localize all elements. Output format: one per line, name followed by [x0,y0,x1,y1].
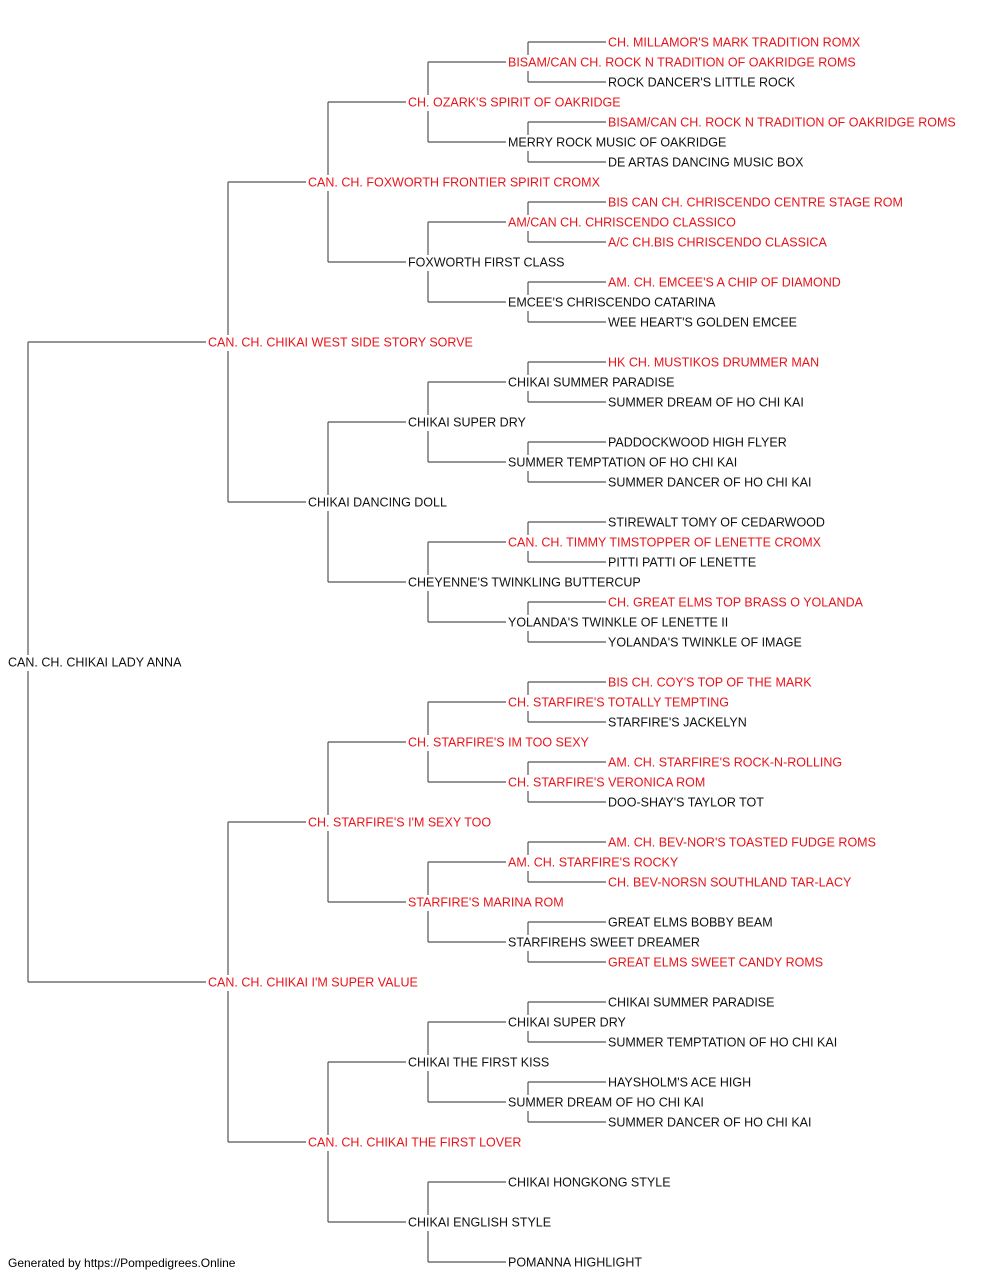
dog-name: YOLANDA'S TWINKLE OF IMAGE [608,635,802,649]
dog-name: BIS CAN CH. CHRISCENDO CENTRE STAGE ROM [608,195,903,209]
dog-name: CH. OZARK'S SPIRIT OF OAKRIDGE [408,95,621,109]
dog-name: CAN. CH. CHIKAI LADY ANNA [8,655,182,669]
dog-name: STARFIRE'S JACKELYN [608,715,747,729]
dog-name: DE ARTAS DANCING MUSIC BOX [608,155,804,169]
dog-name: AM. CH. EMCEE'S A CHIP OF DIAMOND [608,275,841,289]
dog-name: BIS CH. COY'S TOP OF THE MARK [608,675,812,689]
dog-name: SUMMER TEMPTATION OF HO CHI KAI [508,455,737,469]
dog-name: STIREWALT TOMY OF CEDARWOOD [608,515,825,529]
dog-name: CH. GREAT ELMS TOP BRASS O YOLANDA [608,595,864,609]
dog-name: HAYSHOLM'S ACE HIGH [608,1075,751,1089]
dog-name: YOLANDA'S TWINKLE OF LENETTE II [508,615,728,629]
dog-name: SUMMER DREAM OF HO CHI KAI [608,395,804,409]
dog-name: CHIKAI SUPER DRY [508,1015,627,1029]
dog-name: CAN. CH. CHIKAI I'M SUPER VALUE [208,975,418,989]
dog-name: WEE HEART'S GOLDEN EMCEE [608,315,797,329]
dog-name: STARFIREHS SWEET DREAMER [508,935,700,949]
dog-name: CH. BEV-NORSN SOUTHLAND TAR-LACY [608,875,852,889]
dog-name: CHIKAI SUMMER PARADISE [508,375,674,389]
dog-name: AM. CH. STARFIRE'S ROCKY [508,855,679,869]
dog-name: SUMMER DREAM OF HO CHI KAI [508,1095,704,1109]
dog-name: CHIKAI SUPER DRY [408,415,527,429]
dog-name: PITTI PATTI OF LENETTE [608,555,756,569]
dog-name: CHIKAI SUMMER PARADISE [608,995,774,1009]
dog-name: CAN. CH. FOXWORTH FRONTIER SPIRIT CROMX [308,175,601,189]
dog-name: CHIKAI ENGLISH STYLE [408,1215,551,1229]
dog-name: A/C CH.BIS CHRISCENDO CLASSICA [608,235,827,249]
dog-name: CHIKAI DANCING DOLL [308,495,447,509]
dog-name: HK CH. MUSTIKOS DRUMMER MAN [608,355,819,369]
dog-name: POMANNA HIGHLIGHT [508,1255,642,1269]
dog-name: AM. CH. STARFIRE'S ROCK-N-ROLLING [608,755,842,769]
dog-name: BISAM/CAN CH. ROCK N TRADITION OF OAKRID… [508,55,856,69]
dog-name: SUMMER DANCER OF HO CHI KAI [608,475,812,489]
dog-name: AM/CAN CH. CHRISCENDO CLASSICO [508,215,736,229]
dog-name: DOO-SHAY'S TAYLOR TOT [608,795,764,809]
dog-name: STARFIRE'S MARINA ROM [408,895,564,909]
dog-name: CH. MILLAMOR'S MARK TRADITION ROMX [608,35,861,49]
dog-name: EMCEE'S CHRISCENDO CATARINA [508,295,716,309]
dog-name: MERRY ROCK MUSIC OF OAKRIDGE [508,135,726,149]
dog-name: CAN. CH. CHIKAI WEST SIDE STORY SORVE [208,335,473,349]
dog-name: FOXWORTH FIRST CLASS [408,255,565,269]
dog-name: PADDOCKWOOD HIGH FLYER [608,435,787,449]
dog-name: CH. STARFIRE'S IM TOO SEXY [408,735,590,749]
dog-name: CHIKAI THE FIRST KISS [408,1055,549,1069]
footer-credit: Generated by https://Pompedigrees.Online [8,1256,236,1270]
dog-name: CAN. CH. CHIKAI THE FIRST LOVER [308,1135,521,1149]
dog-name: CH. STARFIRE'S I'M SEXY TOO [308,815,491,829]
dog-name: CAN. CH. TIMMY TIMSTOPPER OF LENETTE CRO… [508,535,822,549]
dog-name: CH. STARFIRE'S TOTALLY TEMPTING [508,695,729,709]
dog-name: SUMMER TEMPTATION OF HO CHI KAI [608,1035,837,1049]
dog-name: ROCK DANCER'S LITTLE ROCK [608,75,796,89]
dog-name: AM. CH. BEV-NOR'S TOASTED FUDGE ROMS [608,835,876,849]
dog-name: CHEYENNE'S TWINKLING BUTTERCUP [408,575,641,589]
dog-name: GREAT ELMS BOBBY BEAM [608,915,773,929]
dog-name: GREAT ELMS SWEET CANDY ROMS [608,955,823,969]
dog-name: CHIKAI HONGKONG STYLE [508,1175,671,1189]
dog-name: CH. STARFIRE'S VERONICA ROM [508,775,705,789]
dog-name: SUMMER DANCER OF HO CHI KAI [608,1115,812,1129]
dog-name: BISAM/CAN CH. ROCK N TRADITION OF OAKRID… [608,115,956,129]
